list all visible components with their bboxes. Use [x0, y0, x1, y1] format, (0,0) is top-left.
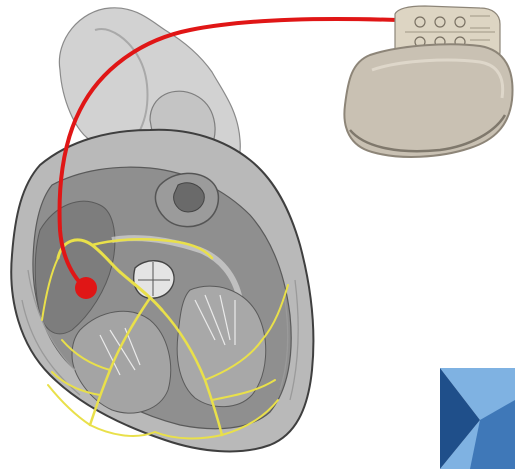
- corner-logo: [440, 368, 515, 469]
- heart-valve: [134, 261, 174, 298]
- pulmonary-vein-opening: [174, 183, 205, 212]
- electrode-tip: [75, 277, 97, 299]
